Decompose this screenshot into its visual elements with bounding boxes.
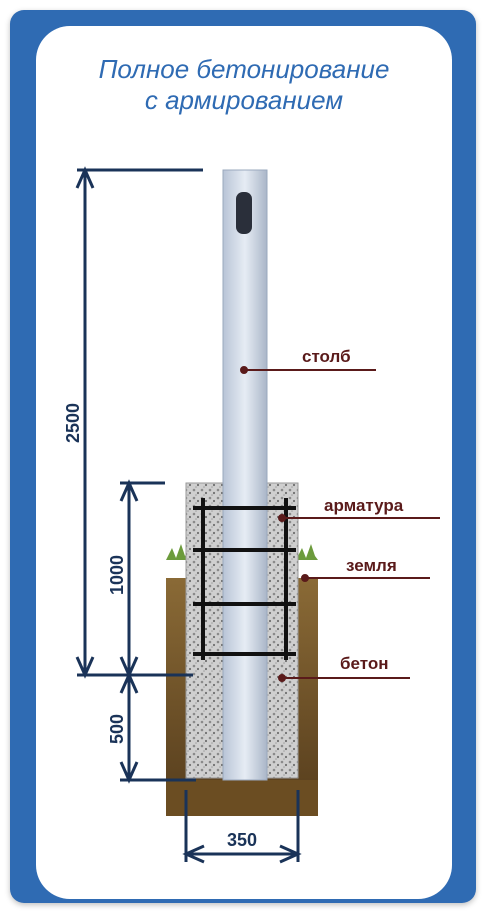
rebar-cage: [193, 498, 296, 660]
title-line-1: Полное бетонирование: [98, 54, 390, 84]
title-line-2: с армированием: [144, 85, 344, 115]
label-leaders: [240, 366, 440, 682]
dim-width: 350: [227, 830, 257, 850]
post-slot-icon: [236, 192, 252, 234]
dim-total-height: 2500: [63, 403, 83, 443]
label-post: столб: [302, 347, 351, 366]
dimension-lines: [75, 166, 302, 864]
label-concrete: бетон: [340, 654, 389, 673]
grass-right: [296, 544, 318, 560]
diagram-title: Полное бетонирование с армированием: [36, 54, 452, 116]
label-soil: земля: [346, 556, 397, 575]
dim-above-ground: 1000: [107, 555, 127, 595]
label-rebar: арматура: [324, 496, 404, 515]
dim-depth: 500: [107, 714, 127, 744]
post: [222, 169, 268, 781]
